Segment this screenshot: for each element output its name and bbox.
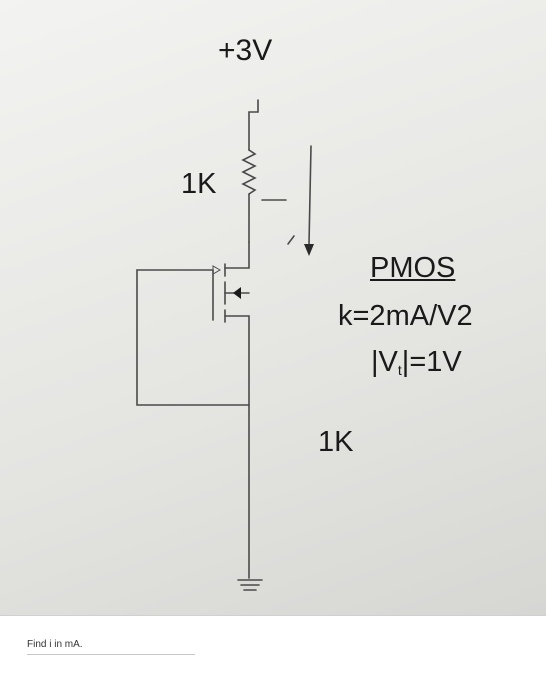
circuit-diagram	[136, 99, 314, 591]
small-arrow	[212, 265, 222, 275]
footer-divider	[0, 615, 546, 616]
gate-lead	[136, 269, 250, 406]
device-type-label: PMOS	[370, 252, 456, 284]
vt-subscript: t	[397, 362, 402, 378]
vt-suffix: |=1V	[401, 346, 462, 378]
resistor-top-zigzag	[241, 149, 257, 195]
circuit-photo	[0, 0, 546, 615]
threshold-voltage-label: |Vt|=1V	[371, 346, 462, 378]
pmos-arrow	[233, 287, 241, 299]
question-area	[0, 615, 546, 700]
annotation-mark	[287, 235, 295, 245]
ground-symbol	[237, 579, 263, 591]
current-arrow-line	[308, 145, 312, 245]
answer-underline[interactable]	[27, 654, 195, 655]
vt-prefix: |V	[371, 346, 398, 378]
resistor-bottom-label: 1K	[318, 426, 354, 458]
supply-voltage-label: +3V	[218, 34, 273, 67]
resistor-top-label: 1K	[181, 168, 217, 200]
source-stub	[224, 241, 250, 269]
drain-stub	[224, 315, 250, 406]
current-arrow-head	[304, 244, 314, 256]
k-parameter-label: k=2mA/V2	[338, 300, 473, 332]
supply-wire	[248, 99, 259, 151]
question-text: Find i in mA.	[27, 639, 83, 650]
